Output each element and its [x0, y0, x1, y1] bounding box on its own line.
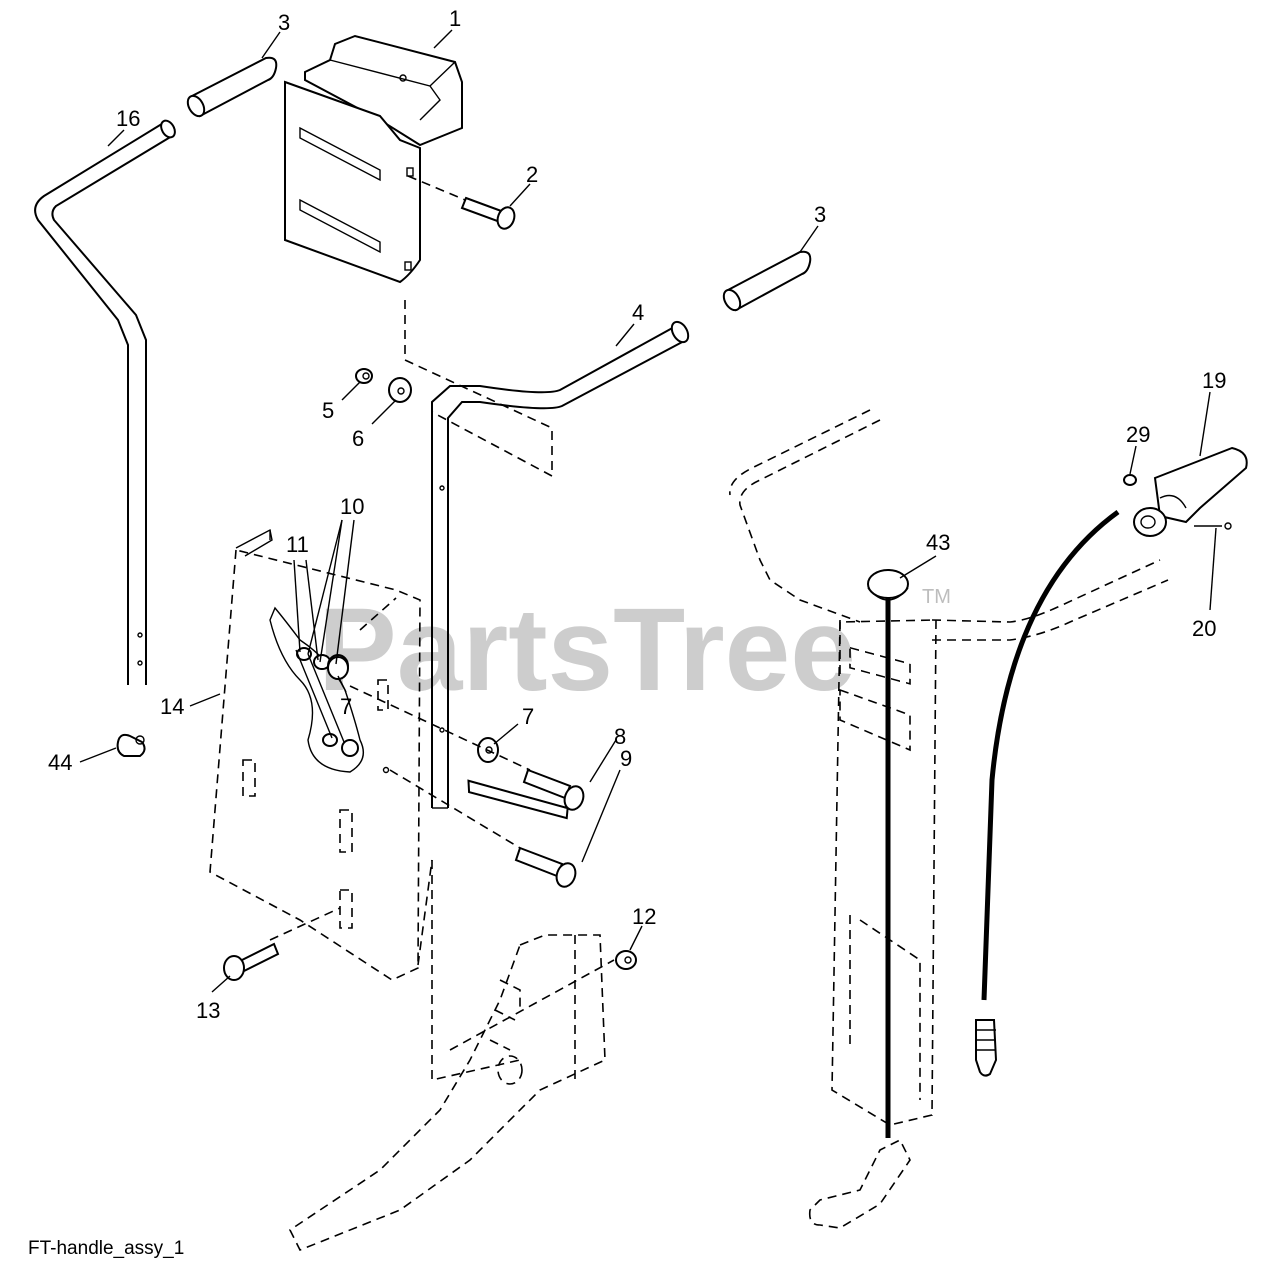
callout-13: 13: [196, 998, 220, 1023]
callout-2: 2: [526, 162, 538, 187]
callout-1: 1: [449, 6, 461, 31]
callout-3-left: 3: [278, 10, 290, 35]
part-9-bolt: [514, 846, 577, 888]
part-8-bolt: [467, 768, 585, 820]
callout-44: 44: [48, 750, 72, 775]
callout-7-upper: 7: [340, 694, 352, 719]
callout-6: 6: [352, 426, 364, 451]
dashed-guide-bolt-8: [349, 685, 531, 771]
part-5-nut: [355, 368, 373, 384]
part-29-clip: [1123, 474, 1137, 486]
callout-9: 9: [620, 746, 632, 771]
callout-19: 19: [1202, 368, 1226, 393]
callout-5: 5: [322, 398, 334, 423]
lower-frame-ghost: [288, 934, 606, 1252]
part-6-washer: [388, 377, 412, 403]
diagram-caption: FT-handle_assy_1: [28, 1238, 184, 1259]
part-2-bolt: [407, 175, 516, 230]
part-4-handle-frame: [431, 320, 690, 809]
right-assembly-ghost: [729, 409, 1169, 1229]
callout-10: 10: [340, 494, 364, 519]
watermark-text: PartsTree: [318, 584, 856, 716]
part-43-knob-rod: [867, 569, 909, 1138]
part-12-nut: [449, 950, 637, 1051]
callout-3-right: 3: [814, 202, 826, 227]
callout-8: 8: [614, 724, 626, 749]
callout-4: 4: [632, 300, 644, 325]
part-20-pin: [1194, 522, 1232, 530]
callout-11: 11: [286, 532, 309, 557]
callout-12: 12: [632, 904, 656, 929]
part-3-grip-right: [722, 250, 812, 312]
callout-14: 14: [160, 694, 184, 719]
callout-7-lower: 7: [522, 704, 534, 729]
dashed-guide-upper: [404, 300, 553, 478]
callout-16: 16: [116, 106, 140, 131]
part-14-handle-plate: [209, 528, 521, 1082]
watermark-trademark: TM: [922, 586, 951, 608]
callout-43: 43: [926, 530, 950, 555]
leader-lines: [79, 29, 1217, 993]
part-16-handle-tube: [34, 119, 176, 685]
part-7-washer-upper: [327, 656, 349, 680]
part-44-clip: [116, 733, 146, 757]
callout-29: 29: [1126, 422, 1150, 447]
callout-20: 20: [1192, 616, 1216, 641]
cable: [975, 509, 1120, 1077]
part-19-control-lever: [1133, 446, 1248, 537]
dashed-guide-bolt-9: [389, 769, 521, 849]
part-1-console-bracket: [284, 34, 463, 284]
part-3-grip-left: [186, 56, 278, 118]
part-13-carriage-bolt: [223, 907, 341, 981]
